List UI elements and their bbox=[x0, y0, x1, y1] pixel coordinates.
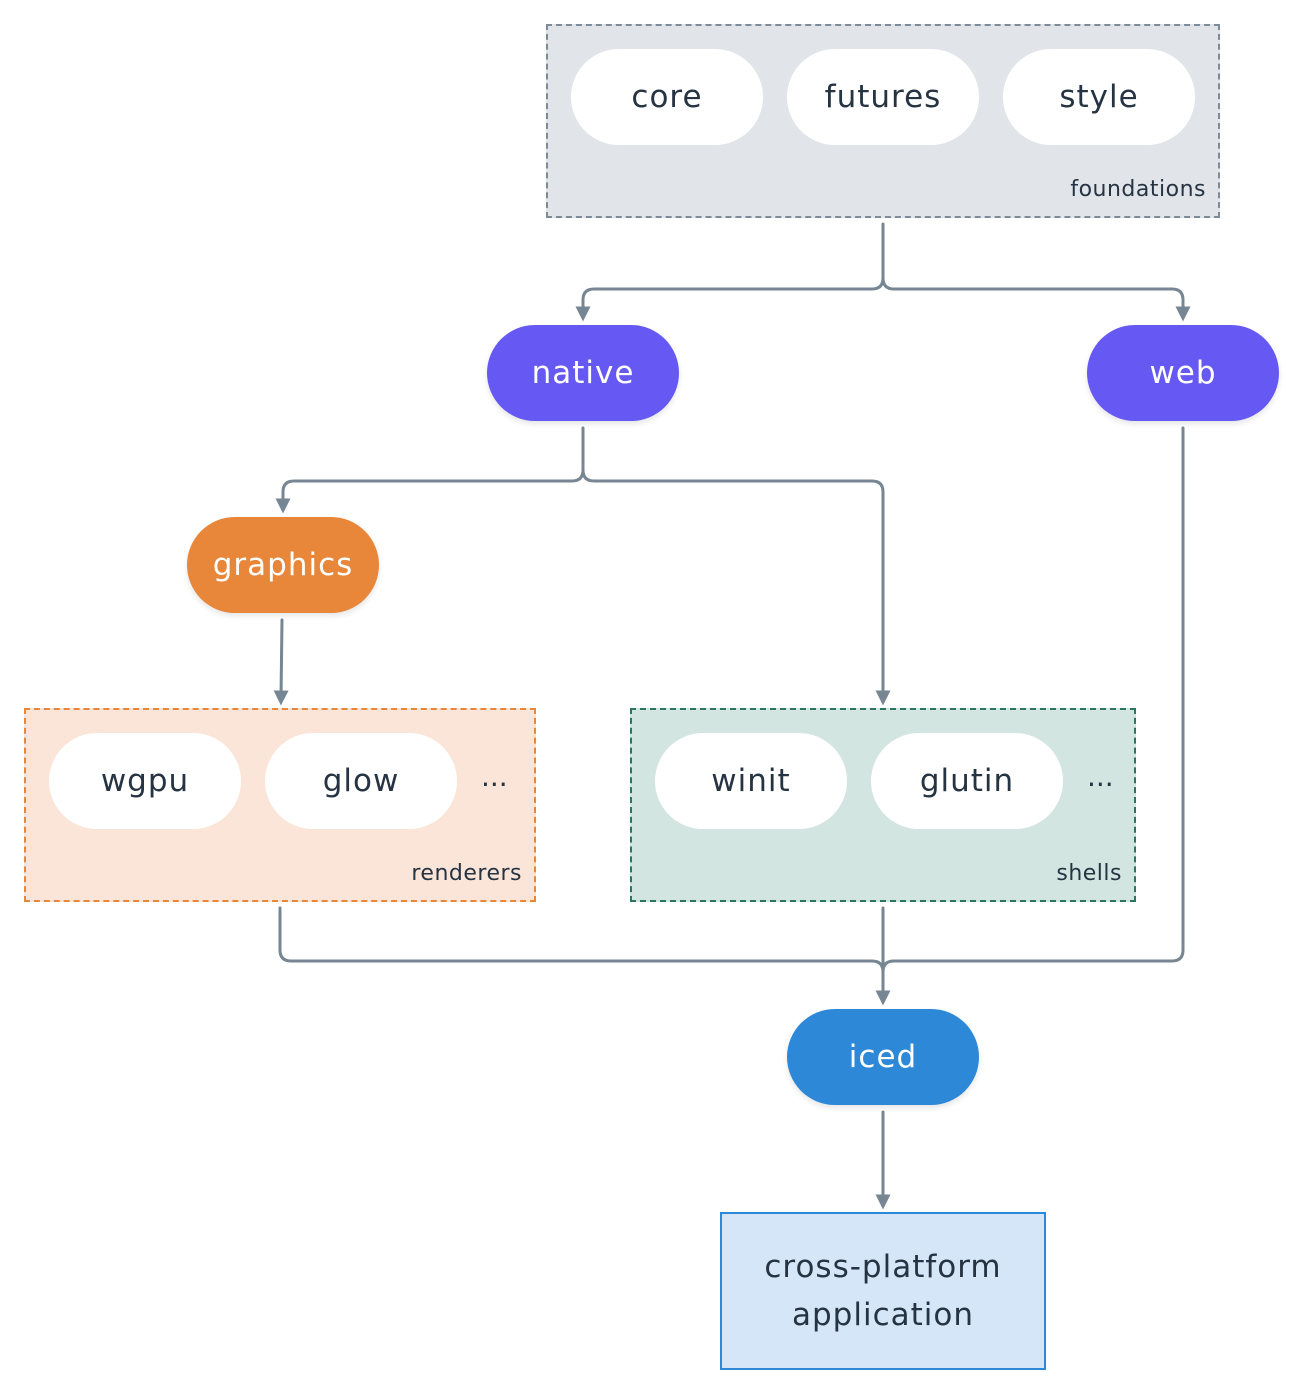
crate-graphics[interactable]: graphics bbox=[187, 517, 379, 613]
edge-web-iced bbox=[881, 426, 1185, 974]
renderers-more: ... bbox=[481, 760, 508, 793]
crate-iced[interactable]: iced bbox=[787, 1009, 979, 1105]
crate-futures[interactable]: futures bbox=[787, 49, 979, 145]
crate-native[interactable]: native bbox=[487, 325, 679, 421]
crate-winit[interactable]: winit bbox=[655, 733, 847, 829]
crate-wgpu[interactable]: wgpu bbox=[49, 733, 241, 829]
application-line-2: application bbox=[792, 1297, 974, 1333]
edge-native-shells bbox=[581, 468, 891, 706]
application-line-1: cross-platform bbox=[764, 1249, 1002, 1285]
edge-foundations-web bbox=[881, 276, 1191, 322]
edge-graphics-renderers bbox=[273, 618, 289, 706]
crate-web[interactable]: web bbox=[1087, 325, 1279, 421]
shells-more: ... bbox=[1087, 760, 1114, 793]
edge-renderers-iced bbox=[278, 906, 885, 974]
crate-style[interactable]: style bbox=[1003, 49, 1195, 145]
foundations-label: foundations bbox=[1070, 177, 1206, 202]
foundations-group: core futures style foundations bbox=[546, 24, 1220, 218]
cross-platform-application: cross-platform application bbox=[720, 1212, 1046, 1370]
edge-native-graphics bbox=[275, 426, 585, 514]
shells-group: winit glutin ... shells bbox=[630, 708, 1136, 902]
shells-label: shells bbox=[1056, 861, 1122, 886]
edge-foundations-native bbox=[575, 222, 885, 322]
crate-glutin[interactable]: glutin bbox=[871, 733, 1063, 829]
renderers-label: renderers bbox=[411, 861, 522, 886]
renderers-group: wgpu glow ... renderers bbox=[24, 708, 536, 902]
crate-core[interactable]: core bbox=[571, 49, 763, 145]
crate-glow[interactable]: glow bbox=[265, 733, 457, 829]
